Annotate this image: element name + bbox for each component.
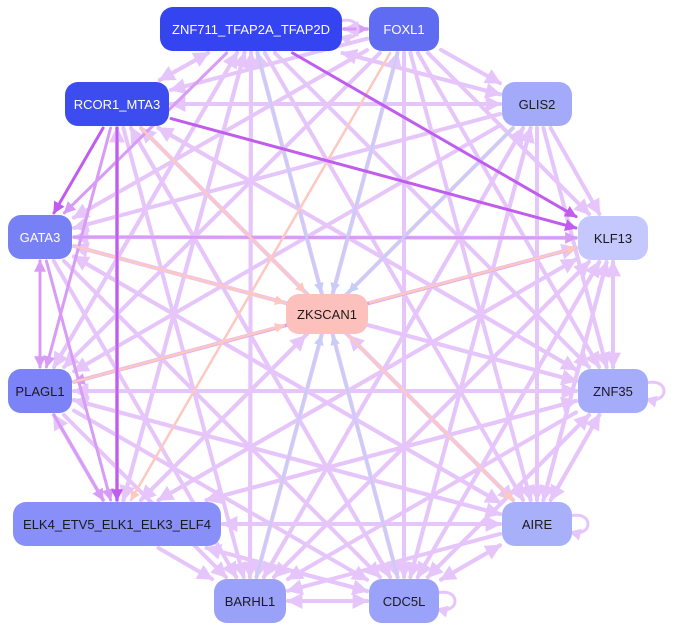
edge-barhl1-to-znf711 [242, 51, 259, 579]
edge-glis2-to-zkscan1 [347, 126, 515, 294]
node-plagl1[interactable]: PLAGL1 [8, 369, 72, 413]
self-loop-aire [568, 513, 590, 541]
node-label: CDC5L [382, 593, 426, 609]
edge-elk4-to-barhl1 [156, 546, 214, 581]
node-label: BARHL1 [224, 593, 276, 609]
edge-glis2-to-plagl1 [72, 123, 502, 374]
node-gata3[interactable]: GATA3 [8, 215, 72, 259]
edge-elk4-to-znf35 [204, 396, 578, 502]
self-loop-znf711 [338, 18, 360, 46]
edge-cdc5l-to-rcor1 [128, 126, 393, 579]
node-label: ZNF35 [593, 383, 633, 399]
node-label: ZKSCAN1 [297, 306, 357, 322]
node-aire[interactable]: AIRE [502, 502, 572, 546]
node-foxl1[interactable]: FOXL1 [369, 7, 439, 51]
node-rcor1[interactable]: RCOR1_MTA3 [65, 82, 169, 126]
edge-rcor1-to-zkscan1 [139, 126, 307, 294]
node-barhl1[interactable]: BARHL1 [214, 579, 286, 623]
edge-foxl1-to-gata3 [72, 48, 369, 220]
edge-gata3-to-klf13 [72, 231, 578, 244]
edge-cdc5l-to-aire [439, 543, 502, 582]
edge-aire-to-znf35 [548, 413, 602, 502]
edge-zkscan1-to-klf13 [368, 245, 578, 304]
edge-plagl1-to-elk4 [52, 413, 105, 502]
edge-elk4-to-klf13 [156, 257, 578, 502]
edge-znf711-to-klf13 [291, 51, 578, 219]
edge-rcor1-to-klf13 [169, 117, 578, 231]
edge-rcor1-to-gata3 [52, 126, 105, 215]
edge-cdc5l-to-zkscan1 [330, 334, 399, 579]
edge-rcor1-to-znf711 [157, 51, 211, 82]
node-klf13[interactable]: KLF13 [578, 216, 648, 260]
edge-foxl1-to-elk4 [129, 51, 392, 502]
node-label: PLAGL1 [15, 383, 65, 399]
edge-glis2-to-klf13 [548, 126, 602, 216]
node-label: GLIS2 [518, 96, 556, 112]
node-label: ELK4_ETV5_ELK1_ELK3_ELF4 [23, 516, 211, 532]
edge-znf35-to-rcor1 [156, 126, 578, 372]
self-loop-znf35 [644, 380, 666, 408]
node-znf711[interactable]: ZNF711_TFAP2A_TFAP2D [160, 7, 342, 51]
self-loop-cdc5l [435, 590, 457, 618]
edge-cdc5l-to-klf13 [415, 260, 602, 579]
edge-elk4-to-zkscan1 [139, 334, 307, 502]
node-label: ZNF711_TFAP2A_TFAP2D [172, 21, 330, 37]
edge-glis2-to-znf711 [340, 48, 502, 97]
node-label: GATA3 [19, 229, 61, 245]
node-znf35[interactable]: ZNF35 [578, 369, 648, 413]
edge-zkscan1-to-znf35 [368, 323, 578, 385]
edge-plagl1-to-znf711 [52, 51, 239, 369]
edge-plagl1-to-zkscan1 [72, 323, 286, 384]
node-elk4[interactable]: ELK4_ETV5_ELK1_ELK3_ELF4 [13, 502, 221, 546]
node-label: FOXL1 [383, 21, 425, 37]
edge-cdc5l-to-elk4 [204, 544, 369, 594]
node-label: RCOR1_MTA3 [73, 96, 161, 112]
edge-foxl1-to-glis2 [439, 47, 502, 86]
edge-aire-to-gata3 [72, 254, 502, 505]
edge-barhl1-to-zkscan1 [255, 334, 324, 579]
edge-gata3-to-zkscan1 [72, 244, 286, 305]
node-label: AIRE [521, 516, 553, 532]
node-zkscan1[interactable]: ZKSCAN1 [286, 294, 368, 334]
node-cdc5l[interactable]: CDC5L [369, 579, 439, 623]
node-glis2[interactable]: GLIS2 [502, 82, 572, 126]
edge-znf711-to-zkscan1 [256, 51, 324, 294]
edge-zkscan1-to-aire [347, 334, 515, 502]
node-label: KLF13 [593, 230, 633, 246]
